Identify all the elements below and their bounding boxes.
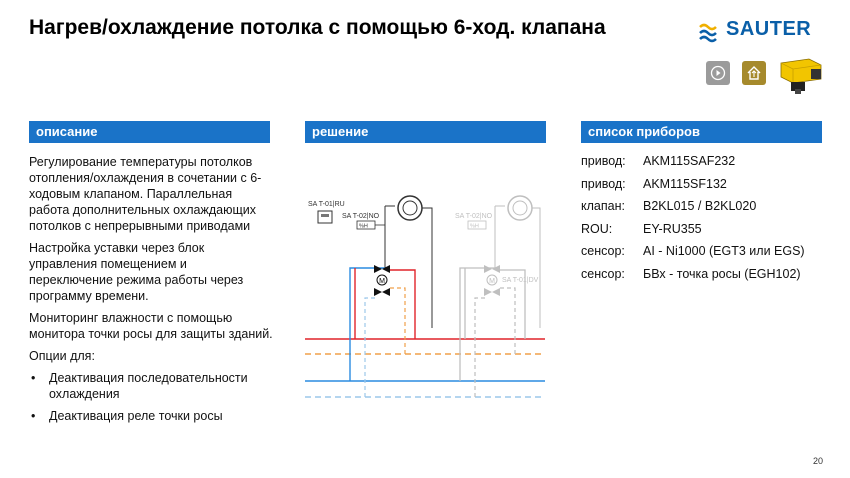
device-type: привод: (581, 154, 626, 168)
device-list: привод: AKM115SAF232 привод: AKM115SF132 к… (581, 154, 831, 289)
device-type: сенсор: (581, 266, 625, 281)
device-row: клапан: B2KL015 / B2KL020 (581, 199, 831, 222)
motor-label: M (489, 278, 495, 285)
room-unit-label: SA T-01|RU (308, 201, 345, 208)
device-model: AI - Ni1000 (EGT3 или EGS) (643, 244, 805, 258)
description-text: Регулирование температуры потолков отопл… (29, 154, 274, 430)
device-row: сенсор: БВх - точка росы (EGH102) (581, 267, 831, 290)
device-row: ROU: EY-RU355 (581, 222, 831, 245)
play-icon[interactable] (706, 61, 730, 85)
description-paragraph: Настройка уставки через блок управления … (29, 241, 244, 303)
device-model: AKM115SAF232 (643, 154, 736, 168)
device-model: AKM115SF132 (643, 176, 727, 191)
device-type: ROU: (581, 221, 613, 236)
inactive-circuit: M SA T-02|NO %H SA T-01|DV (455, 195, 541, 397)
page-number: 20 (812, 456, 823, 466)
header-devices: список приборов (581, 121, 822, 143)
valve-label: SA T-01|DV (502, 277, 539, 284)
valve-icon: M (484, 265, 500, 296)
device-type: сенсор: (581, 244, 625, 258)
description-paragraph: Регулирование температуры потолков отопл… (29, 155, 262, 233)
humidity-sensor-icon (467, 220, 487, 230)
device-type: клапан: (581, 199, 625, 213)
house-icon[interactable] (742, 61, 766, 85)
six-way-valve-icon: M (374, 265, 390, 296)
device-type: привод: (581, 176, 626, 191)
device-row: привод: AKM115SF132 (581, 177, 831, 200)
device-row: сенсор: AI - Ni1000 (EGT3 или EGS) (581, 244, 831, 267)
motor-label: M (379, 278, 385, 285)
humidity-label: %H (359, 224, 368, 230)
header-solution: решение (305, 121, 546, 143)
ceiling-panel-icon (507, 195, 533, 221)
sensor-label: SA T-02|NO (342, 213, 380, 220)
device-model: БВх - точка росы (EGH102) (643, 266, 801, 281)
device-model: B2KL015 / B2KL020 (643, 199, 757, 213)
hydraulic-diagram: M SA T-01|RU SA T-02|NO %H M SA T-02|NO … (305, 195, 545, 398)
options-heading: Опции для: (29, 349, 95, 363)
ceiling-panel-icon (397, 195, 423, 221)
page-title: Нагрев/охлаждение потолка с помощью 6-хо… (29, 16, 606, 39)
list-item: •Деактивация последовательности охлажден… (31, 371, 248, 401)
sensor-label: SA T-02|NO (455, 213, 493, 220)
logo-mark-icon (699, 23, 717, 43)
actuator-image (780, 58, 822, 94)
header-description: описание (29, 121, 270, 143)
device-row: привод: AKM115SAF232 (581, 154, 831, 177)
brand-name: SAUTER (726, 18, 812, 40)
humidity-label: %H (470, 224, 479, 230)
sauter-logo (699, 23, 717, 43)
options-list: •Деактивация последовательности охлажден… (29, 370, 274, 424)
device-model: EY-RU355 (643, 221, 702, 236)
active-circuit: M SA T-01|RU SA T-02|NO %H (308, 195, 433, 397)
description-paragraph: Мониторинг влажности с помощью монитора … (29, 311, 273, 341)
list-item: •Деактивация реле точки росы (31, 409, 223, 423)
